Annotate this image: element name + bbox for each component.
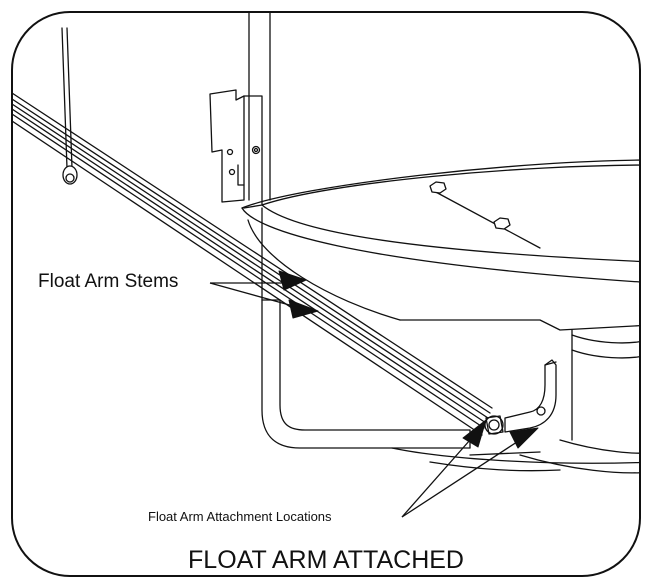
center-post (248, 12, 271, 201)
rounded-frame (11, 11, 641, 577)
attachment-bracket (504, 359, 557, 433)
float-bowl (241, 159, 640, 331)
base-plate (391, 447, 640, 472)
stems-leader-lower (209, 282, 294, 307)
hex-nut (429, 181, 511, 230)
float-arm-stems-label: Float Arm Stems (38, 271, 179, 292)
attach-leader-right (401, 439, 521, 518)
stems-arrow-upper (278, 270, 307, 291)
drawing-content (12, 12, 640, 474)
attach-leader-left (401, 439, 471, 518)
figure-caption: FLOAT ARM ATTACHED (188, 546, 464, 574)
leader-lines (209, 282, 521, 518)
stems-arrow-lower (288, 299, 319, 319)
tank-column (519, 329, 640, 474)
frame-tube (261, 207, 471, 449)
attach-arrow-right (509, 427, 539, 449)
attachment-bolt (484, 415, 504, 435)
float-arm-stem-rails (12, 92, 493, 436)
mounting-bracket (209, 89, 263, 209)
attach-arrow-left (462, 419, 487, 448)
float-arm-attachment-label: Float Arm Attachment Locations (148, 509, 332, 524)
left-rod (61, 27, 78, 185)
arrowheads (278, 270, 539, 449)
